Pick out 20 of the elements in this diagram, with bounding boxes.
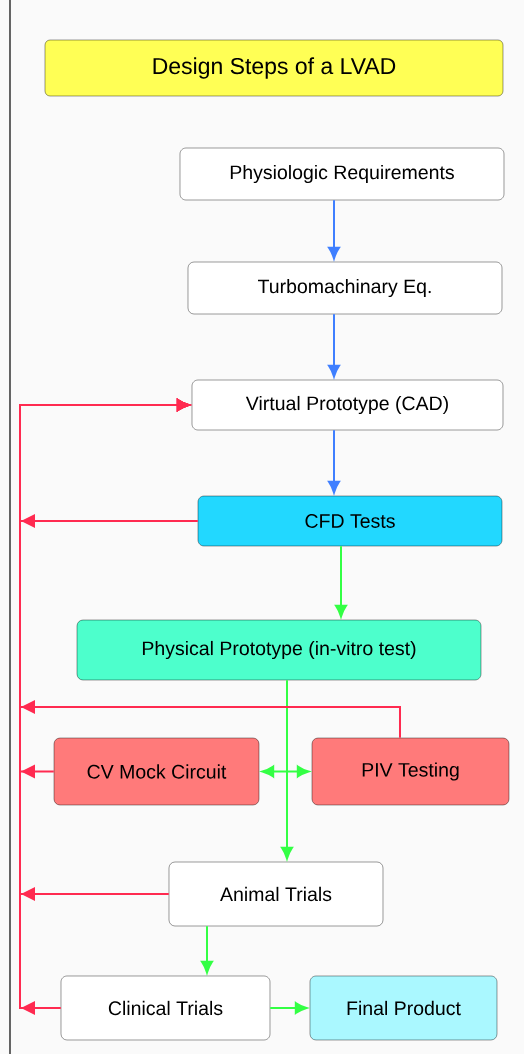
arrow bbox=[327, 199, 341, 260]
arrow bbox=[19, 398, 190, 1015]
process-box: Final Product bbox=[309, 975, 498, 1041]
arrow bbox=[327, 429, 341, 494]
arrow bbox=[334, 545, 348, 618]
process-box: Turbomachinary Eq. bbox=[187, 261, 503, 315]
process-box: Virtual Prototype (CAD) bbox=[191, 379, 504, 431]
arrow bbox=[327, 313, 341, 378]
process-box: Animal Trials bbox=[168, 861, 384, 927]
process-box: Physical Prototype (in-vitro test) bbox=[76, 619, 482, 681]
process-box: CFD Tests bbox=[197, 495, 503, 547]
process-box: CV Mock Circuit bbox=[53, 737, 260, 806]
process-box: Clinical Trials bbox=[60, 975, 271, 1041]
title-banner: Design Steps of a LVAD bbox=[44, 39, 504, 97]
process-box: PIV Testing bbox=[311, 737, 510, 806]
arrow bbox=[261, 765, 310, 778]
arrow bbox=[280, 679, 294, 860]
process-box: Physiologic Requirements bbox=[179, 147, 505, 201]
arrow bbox=[200, 925, 214, 974]
arrow bbox=[269, 1001, 308, 1015]
